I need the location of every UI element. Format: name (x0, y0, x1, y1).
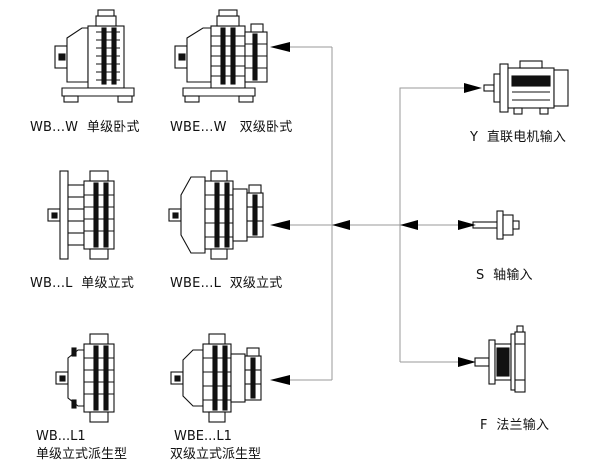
arrow-to-wbe-l1-icon (270, 375, 290, 385)
motor-input-icon (483, 60, 569, 115)
variant-desc: 双级立式 (229, 276, 283, 291)
variant-label-wb-l: WB...L 单级立式 (30, 276, 134, 291)
wbe-l-reducer-icon (168, 170, 264, 260)
variant-model: WBE...L (170, 276, 222, 291)
input-desc: 直联电机输入 (486, 130, 567, 145)
variant-desc: 单级卧式 (86, 120, 140, 135)
variant-model: WBE...L1 (174, 429, 232, 444)
arrow-junction-icon (400, 220, 418, 230)
variant-label-wb-l1: WB...L1 单级立式派生型 (36, 428, 127, 464)
shaft-input-icon (472, 210, 520, 240)
flange-input-icon (474, 325, 526, 393)
variant-label-wbe-w: WBE...W 双级卧式 (170, 120, 292, 135)
arrow-from-shaft-icon (458, 220, 476, 230)
input-code: S (476, 268, 485, 283)
input-desc: 法兰输入 (496, 418, 550, 433)
variant-model: WB...L (30, 276, 73, 291)
variant-desc: 双级卧式 (239, 120, 293, 135)
arrow-from-flange-icon (458, 357, 476, 367)
variant-label-wbe-l: WBE...L 双级立式 (170, 276, 283, 291)
connector-lines (282, 46, 480, 381)
variant-model: WB...L1 (36, 429, 86, 444)
input-desc: 轴输入 (493, 268, 533, 283)
input-code: Y (470, 130, 479, 145)
wbe-w-reducer-icon (174, 9, 268, 103)
variant-label-wb-w: WB...W 单级卧式 (30, 120, 140, 135)
wb-l1-reducer-icon (55, 333, 115, 423)
arrow-markers (270, 42, 482, 385)
variant-model: WB...W (30, 120, 79, 135)
arrow-to-wbe-l-icon (270, 220, 290, 230)
variant-desc: 单级立式 (81, 276, 135, 291)
wb-l-reducer-icon (47, 170, 115, 260)
input-label-f: F 法兰输入 (480, 418, 549, 433)
arrow-junction-main-icon (332, 220, 350, 230)
arrow-to-wbe-w-icon (270, 42, 290, 52)
arrow-from-motor-icon (464, 83, 482, 93)
wbe-l1-reducer-icon (170, 333, 262, 423)
variant-label-wbe-l1: WBE...L1 双级立式派生型 (170, 428, 261, 464)
input-label-s: S 轴输入 (476, 268, 533, 283)
variant-desc: 单级立式派生型 (36, 447, 128, 462)
variant-model: WBE...W (170, 120, 227, 135)
input-code: F (480, 418, 488, 433)
input-label-y: Y 直联电机输入 (470, 130, 566, 145)
variant-desc: 双级立式派生型 (170, 447, 262, 462)
wb-w-reducer-icon (54, 9, 135, 103)
